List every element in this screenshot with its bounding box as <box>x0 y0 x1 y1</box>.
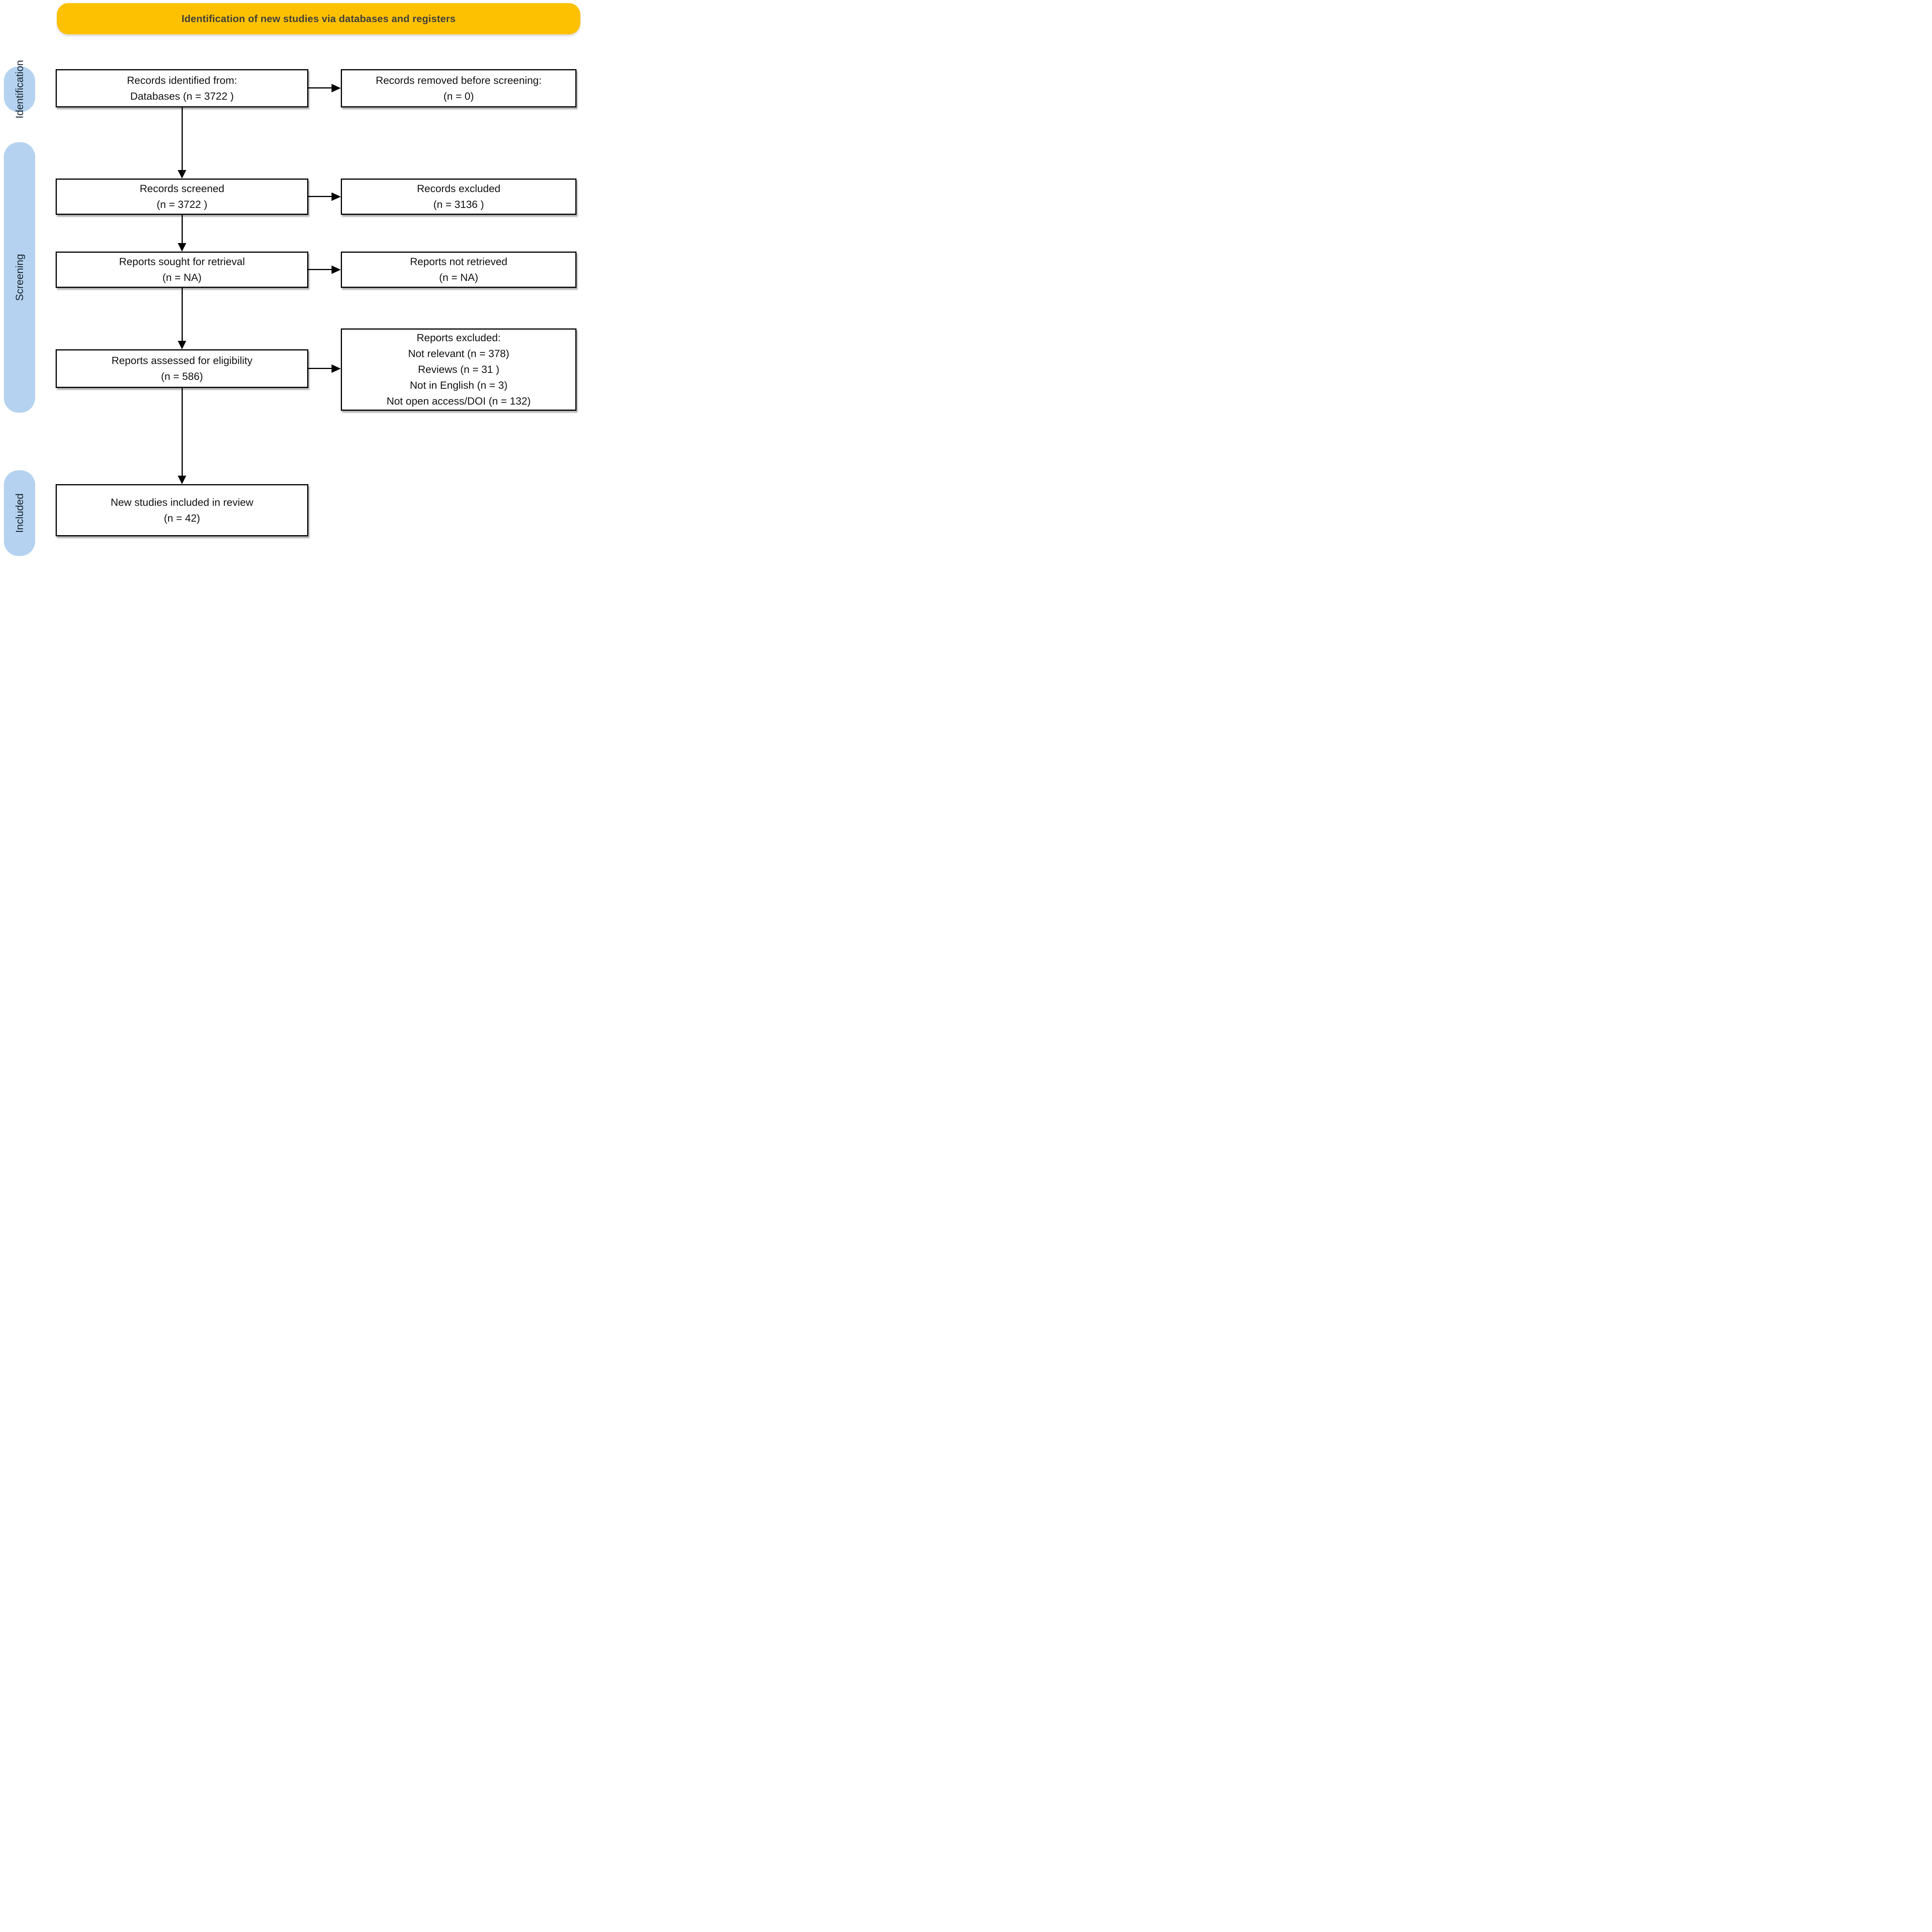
side-label-included: Included <box>4 470 35 556</box>
box-records-excluded: Records excluded (n = 3136 ) <box>341 179 577 215</box>
arrow-identified-to-removed-head <box>332 84 341 92</box>
box-reports-assessed-line2: (n = 586) <box>161 371 203 382</box>
box-records-excluded-line2: (n = 3136 ) <box>433 199 484 210</box>
arrow-assessed-to-included-shaft <box>182 388 183 477</box>
box-reports-sought-line1: Reports sought for retrieval <box>119 256 245 267</box>
box-reports-assessed-line1: Reports assessed for eligibility <box>111 355 253 366</box>
side-label-screening-text: Screening <box>14 254 25 301</box>
arrow-screened-to-sought-shaft <box>182 215 183 245</box>
arrow-sought-to-not-retrieved-head <box>332 265 341 274</box>
side-label-identification-text: Identification <box>14 60 25 119</box>
arrow-identified-to-screened-head <box>178 170 186 179</box>
box-reports-not-retrieved: Reports not retrieved (n = NA) <box>341 252 577 288</box>
side-label-included-text: Included <box>14 493 25 533</box>
box-new-studies-included-line2: (n = 42) <box>164 512 200 524</box>
arrow-identified-to-removed-shaft <box>308 87 332 88</box>
arrow-sought-to-assessed-shaft <box>182 288 183 342</box>
box-records-screened: Records screened (n = 3722 ) <box>56 179 308 215</box>
side-label-identification: Identification <box>4 60 35 119</box>
box-records-removed-line1: Records removed before screening: <box>376 74 542 86</box>
box-reports-excluded-line5: Not open access/DOI (n = 132) <box>386 395 531 407</box>
box-records-screened-line1: Records screened <box>139 183 224 194</box>
box-reports-excluded-line3: Reviews (n = 31 ) <box>418 364 500 375</box>
box-records-identified: Records identified from: Databases (n = … <box>56 69 308 107</box>
arrow-assessed-to-reports-excluded-shaft <box>308 368 332 369</box>
box-reports-excluded-line1: Reports excluded: <box>417 332 501 344</box>
box-reports-excluded-line4: Not in English (n = 3) <box>410 379 508 391</box>
box-new-studies-included: New studies included in review (n = 42) <box>56 484 308 536</box>
box-records-identified-line1: Records identified from: <box>127 74 237 86</box>
banner: Identification of new studies via databa… <box>57 3 580 34</box>
box-records-identified-line2: Databases (n = 3722 ) <box>130 90 234 102</box>
arrow-sought-to-assessed-head <box>178 341 186 349</box>
arrow-screened-to-excluded-shaft <box>308 196 332 197</box>
box-records-screened-line2: (n = 3722 ) <box>156 199 207 210</box>
box-new-studies-included-line1: New studies included in review <box>111 496 253 508</box>
side-label-screening: Screening <box>4 142 35 413</box>
box-reports-assessed: Reports assessed for eligibility (n = 58… <box>56 349 308 388</box>
box-reports-sought: Reports sought for retrieval (n = NA) <box>56 252 308 288</box>
arrow-screened-to-sought-head <box>178 243 186 252</box>
prisma-flow-diagram: Identification of new studies via databa… <box>0 0 594 556</box>
box-records-removed: Records removed before screening: (n = 0… <box>341 69 577 107</box>
box-reports-sought-line2: (n = NA) <box>162 272 202 283</box>
banner-label: Identification of new studies via databa… <box>181 13 456 24</box>
arrow-sought-to-not-retrieved-shaft <box>308 269 332 270</box>
box-reports-not-retrieved-line1: Reports not retrieved <box>410 256 508 267</box>
arrow-screened-to-excluded-head <box>332 192 341 201</box>
box-reports-excluded-line2: Not relevant (n = 378) <box>408 348 509 359</box>
arrow-identified-to-screened-shaft <box>182 107 183 172</box>
box-reports-excluded: Reports excluded: Not relevant (n = 378)… <box>341 328 577 411</box>
box-records-excluded-line1: Records excluded <box>417 183 501 194</box>
box-records-removed-line2: (n = 0) <box>443 90 474 102</box>
arrow-assessed-to-included-head <box>178 476 186 484</box>
box-reports-not-retrieved-line2: (n = NA) <box>439 272 478 283</box>
arrow-assessed-to-reports-excluded-head <box>332 364 341 373</box>
